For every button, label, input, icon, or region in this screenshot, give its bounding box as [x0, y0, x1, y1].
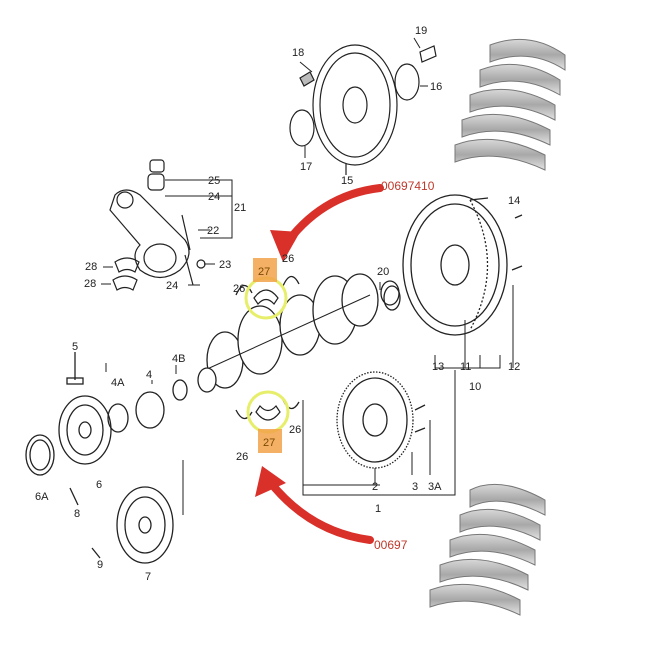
part-number: 2	[372, 481, 378, 493]
part-number: 12	[508, 361, 520, 373]
highlight-box-upper	[253, 258, 277, 282]
part-number: 21	[234, 202, 246, 214]
part-number: 28	[85, 261, 97, 273]
part-number: 16	[430, 81, 442, 93]
part-number: 4A	[111, 377, 125, 389]
callout-lines	[101, 37, 514, 515]
part-number: 18	[292, 47, 304, 59]
part-number: 24	[208, 191, 220, 203]
front-drive-components	[25, 352, 188, 564]
highlight-label-lower: 27	[263, 437, 275, 449]
highlight-box-lower	[258, 429, 282, 453]
part-number: 24	[166, 280, 178, 292]
part-number: 26	[289, 424, 301, 436]
part-number: 6	[96, 479, 102, 491]
arrow-bottom-head	[255, 466, 286, 497]
part-number: 8	[74, 508, 80, 520]
bearing-shells-photo-top	[454, 38, 566, 171]
bearing-shells-photo-bottom	[429, 483, 546, 616]
highlighted-bearing-lower	[246, 390, 290, 434]
part-number: 20	[377, 266, 389, 278]
part-number: 22	[207, 225, 219, 237]
part-number: 26	[233, 283, 245, 295]
part-number: 6A	[35, 491, 49, 503]
part-number: 26	[236, 451, 248, 463]
arrow-top-head	[270, 230, 300, 262]
part-number: 26	[282, 253, 294, 265]
part-number: 1	[375, 503, 381, 515]
part-number: 5	[72, 341, 78, 353]
part-number: 4	[146, 369, 152, 381]
connecting-rod-assembly	[109, 159, 206, 291]
reference-code-bottom: 00697	[374, 538, 408, 552]
crankshaft	[197, 273, 400, 393]
part-number: 15	[341, 175, 353, 187]
flywheel	[383, 194, 523, 336]
arrow-top	[279, 184, 384, 252]
part-number: 3	[412, 481, 418, 493]
part-number: 28	[84, 278, 96, 290]
reference-code-top: 00697410	[381, 179, 435, 193]
part-number: 14	[508, 195, 520, 207]
part-number: 19	[415, 25, 427, 37]
highlight-label-upper: 27	[258, 266, 270, 278]
part-number: 11	[460, 361, 471, 373]
part-number: 4B	[172, 353, 185, 365]
part-number: 10	[469, 381, 481, 393]
part-number: 3A	[428, 481, 442, 493]
arrow-bottom	[266, 478, 374, 544]
part-number: 13	[432, 361, 444, 373]
part-number: 17	[300, 161, 312, 173]
part-number: 23	[219, 259, 231, 271]
part-number: 9	[97, 559, 103, 571]
part-number: 7	[145, 571, 151, 583]
ring-gear	[336, 371, 426, 469]
part-number: 25	[208, 175, 220, 187]
flexplate-assembly	[289, 44, 437, 175]
